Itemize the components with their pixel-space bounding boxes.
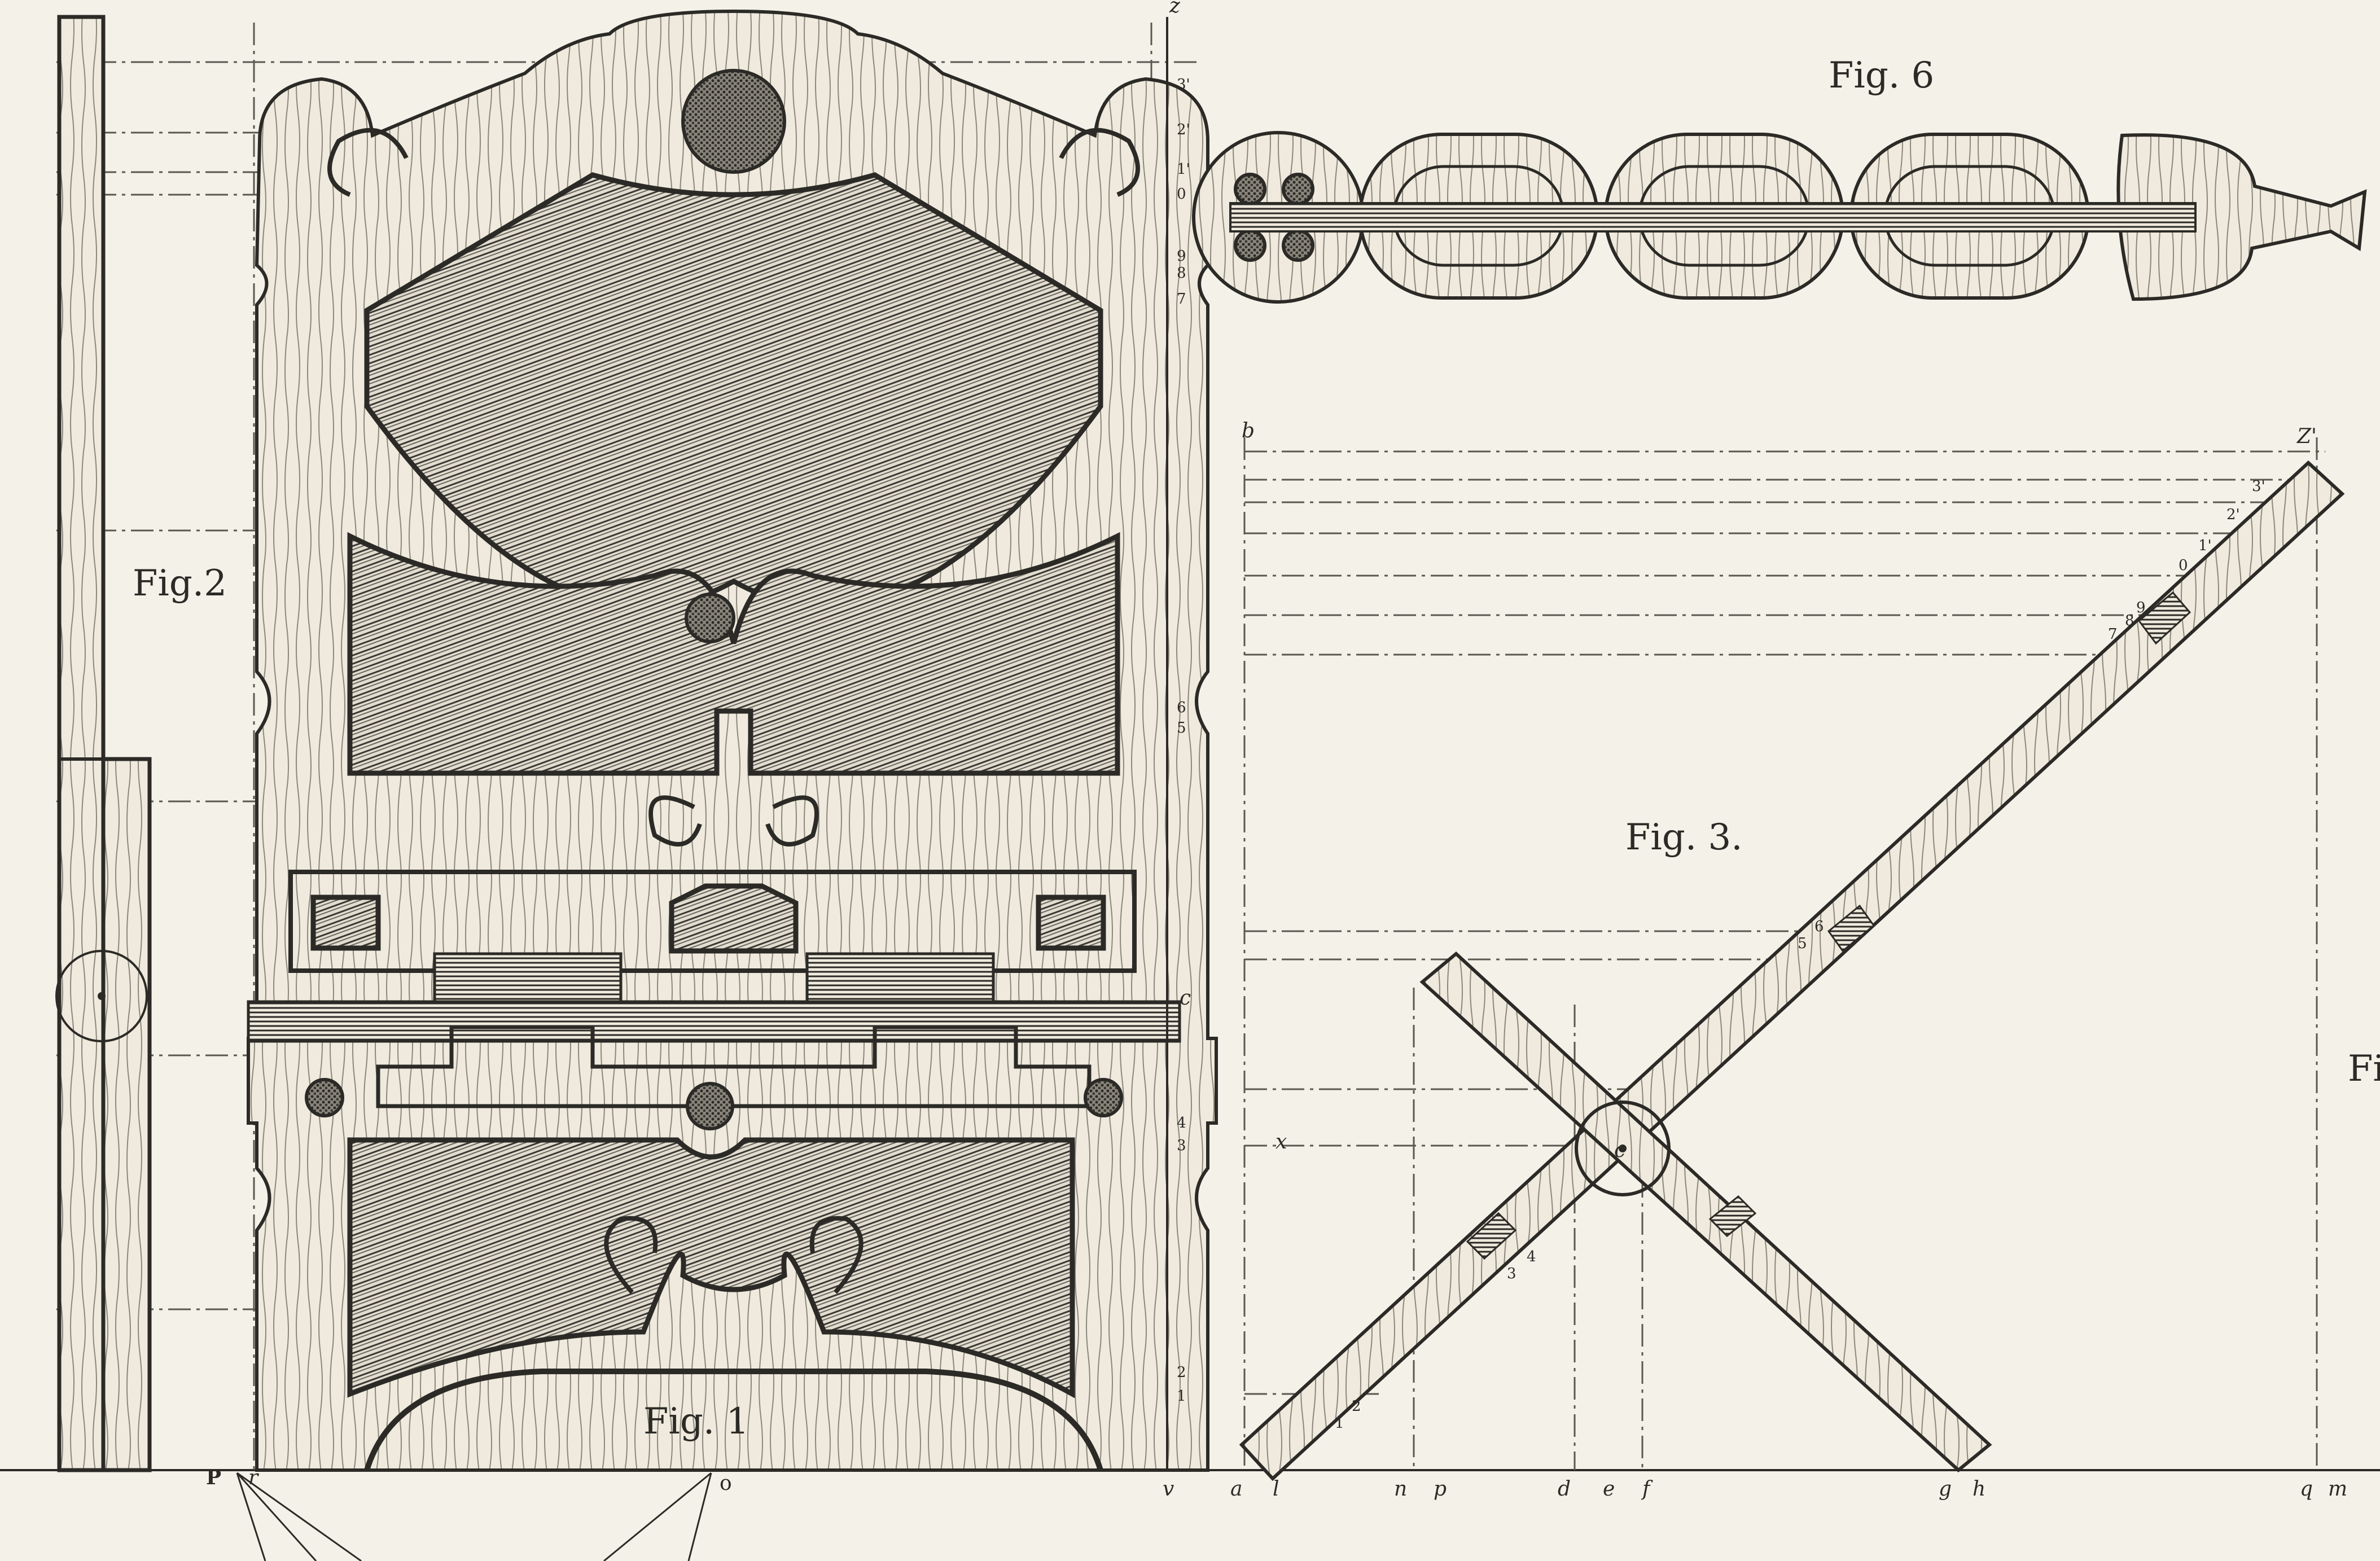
baseline-r: r [248, 1466, 259, 1489]
fig1-height-marks: 3' 2' 1' 0 9 8 7 6 5 4 3 2 1 z c [1169, 0, 1191, 1405]
baseline-g: g [1939, 1477, 1952, 1501]
baseline-o: o [720, 1472, 732, 1495]
fig3-lower-4: 4 [1527, 1248, 1536, 1265]
fig1-mark-1: 1 [1177, 1388, 1186, 1405]
baseline-h: h [1973, 1477, 1985, 1501]
fig1-mark-2p: 2' [1177, 121, 1190, 138]
fig1-mark-0: 0 [1177, 186, 1186, 203]
baseline-f: f [1641, 1477, 1653, 1501]
baseline-m: m [2328, 1477, 2347, 1501]
fig1-letter-z: z [1169, 0, 1181, 17]
fig3-upper-2p: 2' [2226, 506, 2240, 523]
fig1-mark-9: 9 [1177, 248, 1186, 265]
fig3-upper-8: 8 [2125, 612, 2134, 629]
baseline-l: l [1273, 1477, 1279, 1501]
baseline-P: P [206, 1466, 221, 1489]
fig3-upper-0: 0 [2179, 557, 2188, 574]
figure-titles: Fig. 1 Fig.2 Fig. 3. Fig. 6 Fi [133, 55, 2380, 1442]
fig6-title: Fig. 6 [1829, 55, 1934, 97]
baseline-d: d [1558, 1477, 1571, 1501]
fig3-upper-9: 9 [2136, 599, 2146, 616]
baseline-n: n [1394, 1477, 1407, 1501]
fig3-mid-5: 5 [1798, 935, 1807, 952]
fig1-mark-8: 8 [1177, 265, 1186, 282]
baseline-a: a [1230, 1477, 1242, 1501]
baseline-v: v [1163, 1477, 1174, 1501]
baseline-e: e [1603, 1477, 1615, 1501]
fig3-upper-1p: 1' [2198, 537, 2212, 554]
fig3-corner-z: Z' [2296, 425, 2317, 448]
fig1-mark-3p: 3' [1177, 76, 1190, 93]
fig3-foot-1: 1 [1335, 1415, 1344, 1432]
fig3-mid-6: 6 [1814, 918, 1824, 935]
fig6-chain [1192, 131, 2367, 304]
ground-line [0, 1469, 2380, 1561]
fig1-mark-1p: 1' [1177, 161, 1190, 178]
fig1-mark-6: 6 [1177, 699, 1186, 716]
fig2-side-view [55, 15, 152, 1472]
baseline-q: q [2300, 1477, 2313, 1501]
fig3-title: Fig. 3. [1625, 817, 1743, 858]
baseline-p: p [1434, 1477, 1447, 1501]
fig3-folding-frame [1239, 437, 2345, 1481]
fig3-lower-3: 3 [1507, 1265, 1516, 1282]
fig3-upper-7: 7 [2108, 626, 2118, 643]
fig1-mark-7: 7 [1177, 291, 1186, 308]
fig1-mark-5: 5 [1177, 720, 1186, 736]
fig-partial-title: Fi [2348, 1048, 2380, 1090]
fig1-mark-4: 4 [1177, 1115, 1186, 1132]
fig1-letter-c: c [1180, 986, 1191, 1010]
fig1-chair-back [247, 9, 1218, 1472]
fig1-mark-3: 3 [1177, 1137, 1186, 1154]
fig3-marks: b Z' c x 3' 2' 1' 0 9 8 7 5 6 3 4 1 2 [1242, 419, 2317, 1432]
fig3-foot-2: 2 [1352, 1398, 1361, 1415]
fig1-title: Fig. 1 [643, 1401, 749, 1442]
fig3-upper-3p: 3' [2252, 478, 2265, 495]
fig2-title: Fig.2 [133, 563, 227, 604]
fig1-mark-2: 2 [1177, 1364, 1186, 1381]
fig3-center-c: c [1614, 1139, 1625, 1162]
fig3-left-x: x [1276, 1130, 1287, 1154]
fig3-corner-b: b [1242, 419, 1255, 442]
